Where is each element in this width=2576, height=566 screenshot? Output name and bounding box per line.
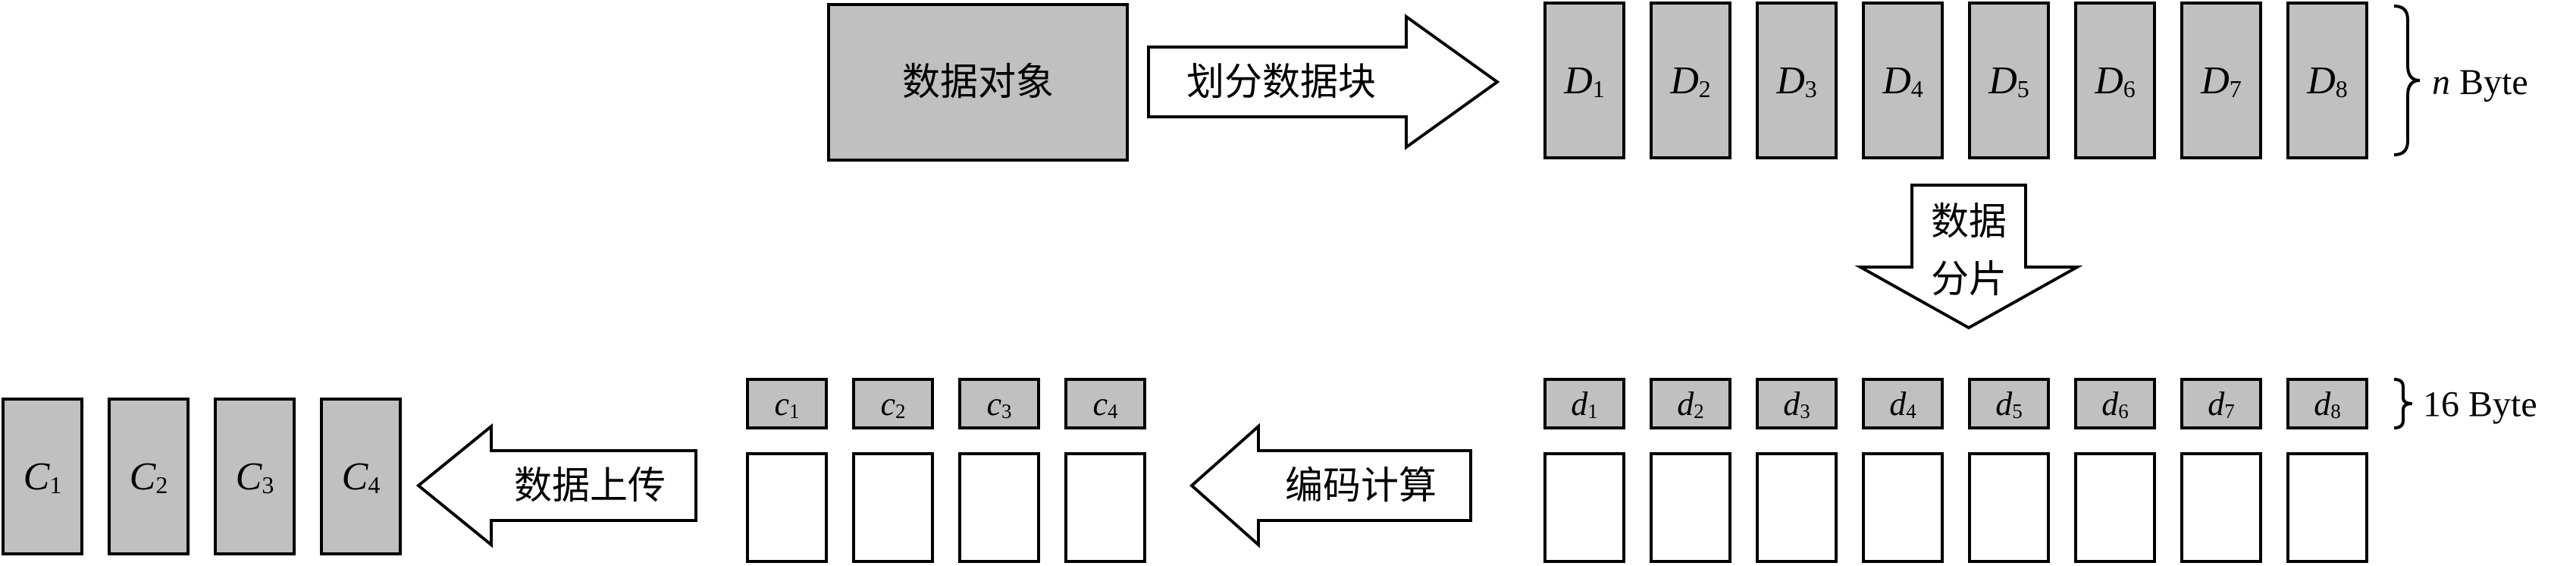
shard-payload	[2074, 452, 2156, 563]
coded-block-1: C1	[2, 398, 83, 555]
coded-shard-label: c4	[1092, 385, 1118, 423]
coded-shard-payload	[958, 452, 1040, 563]
shard-arrow: 数据 分片	[1854, 184, 2083, 330]
data-block-2: D2	[1650, 2, 1731, 159]
coded-blocks-row: C1 C2 C3 C4	[2, 398, 402, 555]
shard-payload	[1968, 452, 2050, 563]
split-blocks-label: 划分数据块	[1186, 60, 1376, 104]
bottom-brace-label: 16 Byte	[2423, 385, 2537, 425]
shard-payload	[1650, 452, 1731, 563]
shard-label-line2: 分片	[1931, 257, 2007, 301]
data-block-label: D1	[1563, 59, 1605, 103]
shard-label: d3	[1783, 385, 1810, 423]
data-blocks-row: D1 D2 D3 D4 D5 D6 D7 D8	[1543, 2, 2368, 159]
top-brace: n Byte	[2393, 5, 2528, 156]
shards-row: d1 d2 d3 d4 d5 d6 d7 d8	[1543, 378, 2368, 563]
shard-label: d5	[1995, 385, 2023, 423]
shard-5: d5	[1968, 378, 2050, 563]
coded-shard-1: c1	[746, 378, 828, 563]
shard-7: d7	[2180, 378, 2262, 563]
shard-label: d8	[2314, 385, 2341, 423]
shard-1: d1	[1543, 378, 1625, 563]
data-block-label: D3	[1775, 59, 1817, 103]
data-block-5: D5	[1968, 2, 2050, 159]
shard-3: d3	[1756, 378, 1838, 563]
coded-shard-4: c4	[1064, 378, 1146, 563]
coded-block-4: C4	[320, 398, 402, 555]
coded-block-label: C2	[130, 455, 168, 499]
data-block-6: D6	[2074, 2, 2156, 159]
split-blocks-arrow: 划分数据块	[1147, 14, 1500, 150]
coded-block-label: C1	[24, 455, 62, 499]
upload-arrow: 数据上传	[415, 423, 697, 549]
coded-block-label: C4	[342, 455, 381, 499]
data-object-node: 数据对象	[827, 3, 1129, 162]
shard-4: d4	[1862, 378, 1944, 563]
data-block-label: D7	[2200, 59, 2242, 103]
coded-block-label: C3	[236, 455, 274, 499]
encode-arrow: 编码计算	[1189, 423, 1472, 549]
shard-label: d4	[1889, 385, 1916, 423]
data-block-4: D4	[1862, 2, 1944, 159]
shard-6: d6	[2074, 378, 2156, 563]
shard-payload	[1543, 452, 1625, 563]
shard-label: d2	[1677, 385, 1704, 423]
data-block-label: D4	[1882, 59, 1923, 103]
coded-shard-payload	[746, 452, 828, 563]
coded-block-3: C3	[214, 398, 296, 555]
coded-shard-3: c3	[958, 378, 1040, 563]
coded-block-2: C2	[108, 398, 190, 555]
data-object-label: 数据对象	[902, 60, 1054, 104]
shard-payload	[1862, 452, 1944, 563]
data-block-1: D1	[1543, 2, 1625, 159]
shard-8: d8	[2286, 378, 2368, 563]
coded-shard-label: c1	[774, 385, 799, 423]
data-block-label: D2	[1669, 59, 1711, 103]
upload-label: 数据上传	[514, 464, 666, 508]
data-block-7: D7	[2180, 2, 2262, 159]
coded-shard-2: c2	[852, 378, 934, 563]
shard-label: d1	[1571, 385, 1598, 423]
shard-payload	[1756, 452, 1838, 563]
data-block-label: D8	[2306, 59, 2348, 103]
coded-shard-payload	[852, 452, 934, 563]
data-block-3: D3	[1756, 2, 1838, 159]
coded-shards-row: c1 c2 c3 c4	[746, 378, 1146, 563]
data-block-label: D6	[2094, 59, 2136, 103]
bottom-brace: 16 Byte	[2393, 378, 2537, 429]
encode-label: 编码计算	[1285, 464, 1437, 508]
data-block-label: D5	[1988, 59, 2029, 103]
shard-label: d7	[2208, 385, 2235, 423]
coded-shard-label: c2	[880, 385, 905, 423]
top-brace-label: n Byte	[2432, 62, 2528, 102]
shard-label-line1: 数据	[1931, 200, 2007, 244]
coded-shard-label: c3	[986, 385, 1011, 423]
shard-label: d6	[2101, 385, 2129, 423]
coded-shard-payload	[1064, 452, 1146, 563]
shard-payload	[2180, 452, 2262, 563]
shard-2: d2	[1650, 378, 1731, 563]
shard-payload	[2286, 452, 2368, 563]
data-block-8: D8	[2286, 2, 2368, 159]
